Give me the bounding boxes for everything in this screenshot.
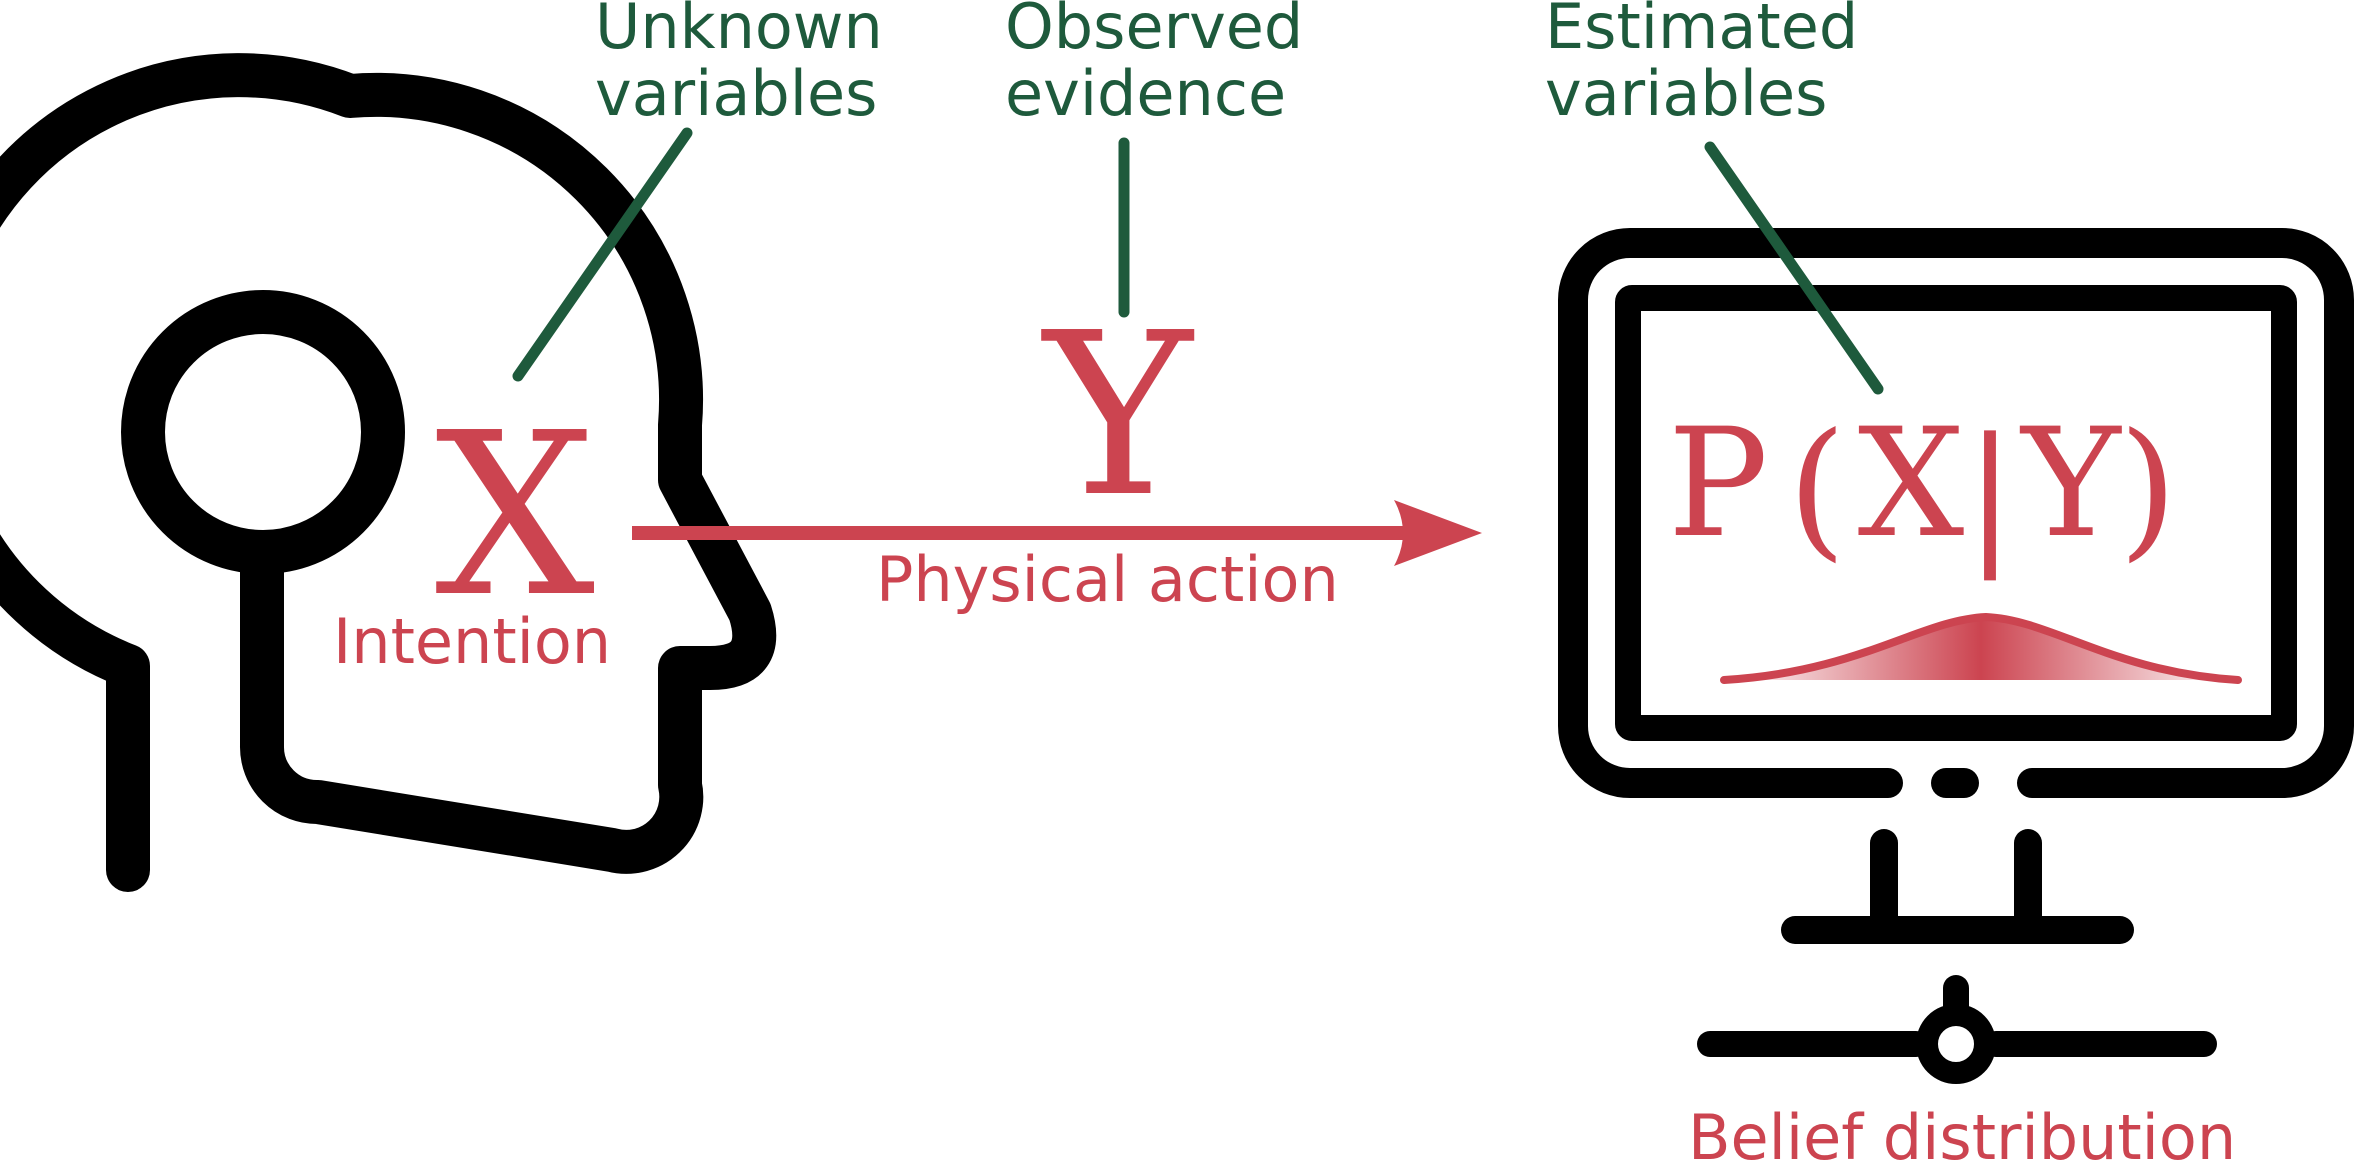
posterior-expression: P ( X | Y ) [1668, 397, 2178, 581]
red-labels: Intention Physical action Belief distrib… [333, 543, 2236, 1163]
unknown-variables-line2: variables [595, 57, 877, 130]
posterior-bar: | [1965, 407, 2016, 581]
math-symbols: X Y P ( X | Y ) [435, 285, 2177, 647]
monitor-screen [1615, 285, 2297, 741]
human-head-profile-icon [0, 53, 777, 892]
network-node-icon [1697, 829, 2217, 1084]
unknown-leader-line [512, 127, 693, 382]
annotation-leaders [512, 127, 1884, 395]
gaussian-curve-icon [1720, 612, 2242, 684]
action-arrow-head [1394, 500, 1482, 566]
evidence-variable-y: Y [1041, 285, 1195, 547]
unknown-variables-line1: Unknown [595, 0, 883, 63]
estimated-leader-line [1704, 141, 1884, 395]
intention-variable-x: X [435, 385, 595, 647]
belief-curve-fill [1724, 617, 2238, 680]
estimated-variables-line2: variables [1545, 57, 1827, 130]
physical-action-label: Physical action [876, 543, 1339, 616]
monitor-bezel [1558, 228, 2354, 798]
posterior-open-paren: ( [1788, 402, 1847, 576]
belief-curve-line [1720, 612, 2242, 684]
posterior-close-paren: ) [2119, 402, 2178, 576]
observed-evidence-line2: evidence [1005, 57, 1286, 130]
brain-node-icon [121, 290, 405, 574]
network-node [1916, 1004, 1996, 1084]
intention-label: Intention [333, 605, 611, 678]
belief-distribution-label: Belief distribution [1688, 1101, 2236, 1163]
observed-evidence-line1: Observed [1005, 0, 1303, 63]
action-arrow [632, 500, 1482, 566]
head-outline [0, 53, 777, 892]
posterior-p: P [1668, 397, 1769, 571]
annotation-texts: Unknown variables Observed evidence Esti… [595, 0, 1858, 130]
posterior-y: Y [2019, 397, 2122, 571]
posterior-x: X [1858, 397, 1965, 571]
estimated-variables-line1: Estimated [1545, 0, 1858, 63]
computer-monitor-icon [1558, 228, 2354, 798]
